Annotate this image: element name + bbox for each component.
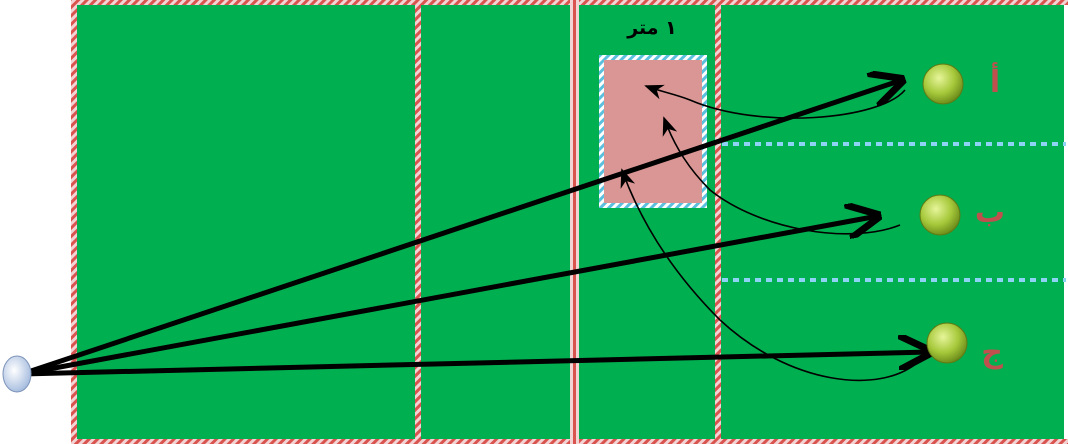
return-arrow-a bbox=[644, 84, 906, 119]
trajectory-arrow-c bbox=[21, 352, 930, 377]
return-arrow-c bbox=[620, 168, 919, 382]
target-label-b: ب bbox=[975, 195, 1005, 230]
target-box bbox=[604, 60, 702, 203]
court-field bbox=[74, 4, 1064, 440]
trajectory-arrow-b bbox=[21, 216, 878, 377]
court-line-3 bbox=[715, 0, 721, 444]
target-label-a: أ bbox=[990, 62, 1000, 100]
shuttle-origin bbox=[2, 355, 32, 393]
target-width-label: ١ متر bbox=[626, 17, 677, 39]
trajectory-arrow-a bbox=[21, 80, 902, 377]
target-ball-c bbox=[926, 322, 968, 364]
return-arrow-b bbox=[662, 116, 901, 235]
court-line-2 bbox=[415, 0, 421, 444]
court-line-left bbox=[71, 0, 77, 444]
net-line-core bbox=[573, 0, 576, 444]
target-ball-b bbox=[919, 194, 961, 236]
target-ball-a bbox=[922, 63, 964, 105]
target-label-c: ج bbox=[981, 335, 1003, 370]
